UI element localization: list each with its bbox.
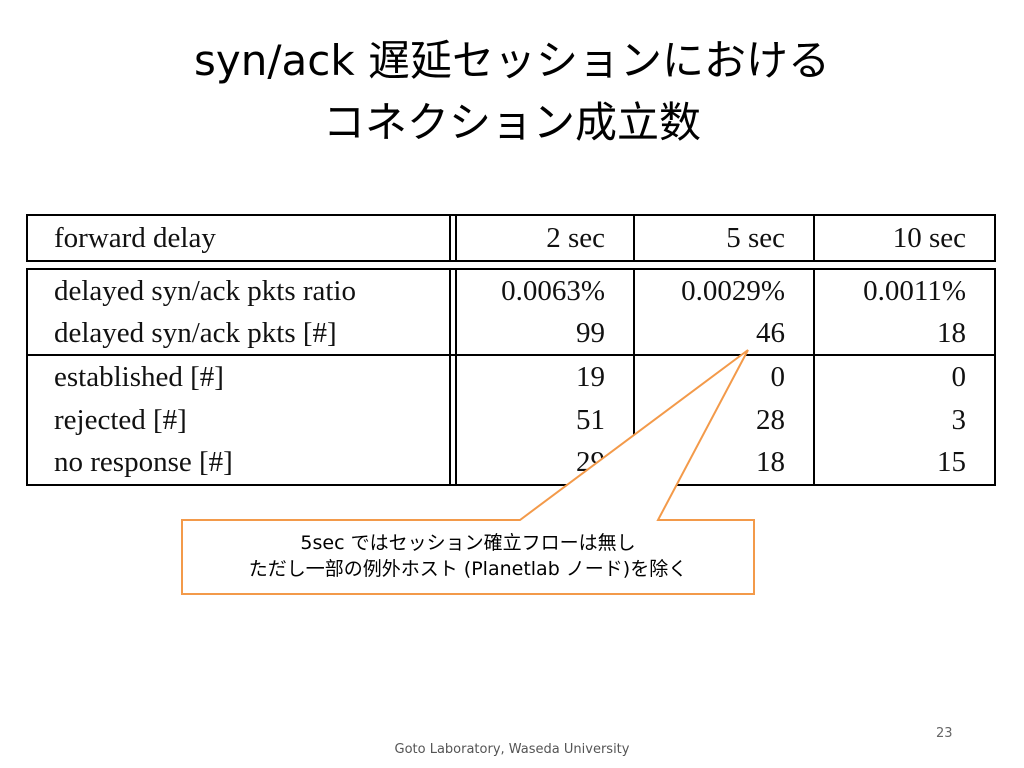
cell-10sec: 0 <box>951 360 967 393</box>
table-group-delayed: delayed syn/ack pkts ratio 0.0063% 0.002… <box>28 270 994 356</box>
row-label: delayed syn/ack pkts [#] <box>54 316 337 349</box>
table-row: delayed syn/ack pkts ratio 0.0063% 0.002… <box>28 270 994 312</box>
header-5sec: 5 sec <box>635 216 815 260</box>
cell-5sec: 28 <box>635 398 815 442</box>
callout-line-2: ただし一部の例外ホスト (Planetlab ノード)を除く <box>248 558 688 580</box>
cell-5sec: 18 <box>635 441 815 485</box>
cell-2sec: 19 <box>457 356 635 399</box>
header-label: forward delay <box>54 221 216 254</box>
table-row: established [#] 19 0 0 <box>28 356 994 399</box>
table-header: forward delay 2 sec 5 sec 10 sec <box>26 214 996 262</box>
cell-2sec: 29 <box>457 441 635 485</box>
row-label: no response [#] <box>54 446 233 479</box>
page-number: 23 <box>936 726 953 741</box>
cell-2sec: 99 <box>457 312 635 354</box>
cell-10sec: 3 <box>951 403 967 436</box>
header-10sec: 10 sec <box>892 221 966 254</box>
callout-note: 5sec ではセッション確立フローは無し ただし一部の例外ホスト (Planet… <box>182 520 754 594</box>
title-line-2: コネクション成立数 <box>322 98 701 147</box>
table-row: no response [#] 29 18 15 <box>28 441 994 485</box>
cell-10sec: 15 <box>937 446 966 479</box>
footer-credit: Goto Laboratory, Waseda University <box>394 742 630 757</box>
title-line-1: syn/ack 遅延セッションにおける <box>193 36 830 85</box>
cell-10sec: 18 <box>937 316 966 349</box>
slide-title: syn/ack 遅延セッションにおける コネクション成立数 <box>0 30 1024 154</box>
header-2sec: 2 sec <box>457 216 635 260</box>
column-separator <box>449 270 457 312</box>
row-label: rejected [#] <box>54 403 187 436</box>
cell-5sec: 0 <box>635 356 815 399</box>
cell-2sec: 0.0063% <box>457 270 635 312</box>
column-separator <box>449 356 457 399</box>
table-row: delayed syn/ack pkts [#] 99 46 18 <box>28 312 994 354</box>
column-separator <box>449 398 457 442</box>
cell-10sec: 0.0011% <box>863 274 966 307</box>
cell-5sec: 46 <box>635 312 815 354</box>
cell-2sec: 51 <box>457 398 635 442</box>
table-body: delayed syn/ack pkts ratio 0.0063% 0.002… <box>26 268 996 486</box>
table-group-outcomes: established [#] 19 0 0 rejected [#] 51 2… <box>28 356 994 485</box>
row-label: established [#] <box>54 360 224 393</box>
column-separator <box>449 312 457 354</box>
table-row: rejected [#] 51 28 3 <box>28 398 994 442</box>
column-separator <box>449 216 457 260</box>
cell-5sec: 0.0029% <box>635 270 815 312</box>
row-label: delayed syn/ack pkts ratio <box>54 274 356 307</box>
callout-line-1: 5sec ではセッション確立フローは無し <box>300 532 636 554</box>
column-separator <box>449 441 457 485</box>
